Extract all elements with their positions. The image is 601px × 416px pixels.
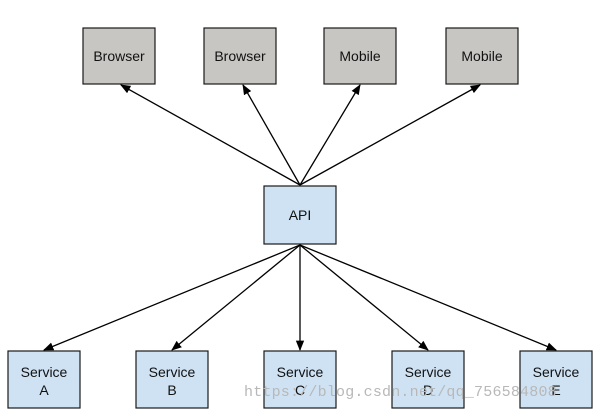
service-nodes: Service A Service B Service C Service D … [7, 350, 593, 409]
service-letter: D [423, 382, 433, 398]
service-letter: E [551, 382, 560, 398]
client-label: Mobile [339, 48, 380, 64]
client-node-3: Mobile [323, 27, 397, 85]
service-label: Service [277, 364, 324, 380]
service-node-d: Service D [391, 350, 465, 409]
edge-api-to-service-e [299, 244, 557, 351]
service-node-e: Service E [519, 350, 593, 409]
edge-api-to-client-4 [299, 84, 481, 186]
service-node-a: Service A [7, 350, 81, 409]
service-label: Service [405, 364, 452, 380]
client-edges [120, 84, 481, 186]
client-label: Browser [214, 48, 266, 64]
edge-api-to-client-1 [120, 84, 301, 186]
watermark-text: https://blog.csdn.net/qq_756584808 [244, 384, 557, 401]
service-letter: B [167, 382, 176, 398]
client-node-4: Mobile [445, 27, 519, 85]
service-letter: C [295, 382, 305, 398]
service-edges [43, 244, 557, 352]
edge-api-to-service-a [43, 244, 301, 351]
service-label: Service [149, 364, 196, 380]
service-label: Service [533, 364, 580, 380]
edge-api-to-service-b [171, 244, 301, 351]
service-letter: A [39, 382, 49, 398]
service-node-b: Service B [135, 350, 209, 409]
edge-api-to-client-3 [299, 84, 361, 186]
service-node-c: Service C [263, 350, 337, 409]
client-nodes: Browser Browser Mobile Mobile [82, 27, 519, 85]
client-node-2: Browser [203, 27, 277, 85]
client-node-1: Browser [82, 27, 156, 85]
edge-api-to-client-2 [242, 84, 301, 186]
client-label: Mobile [461, 48, 502, 64]
api-label: API [289, 207, 312, 223]
client-label: Browser [93, 48, 145, 64]
service-label: Service [21, 364, 68, 380]
api-node: API [263, 185, 337, 245]
edge-api-to-service-d [299, 244, 429, 351]
